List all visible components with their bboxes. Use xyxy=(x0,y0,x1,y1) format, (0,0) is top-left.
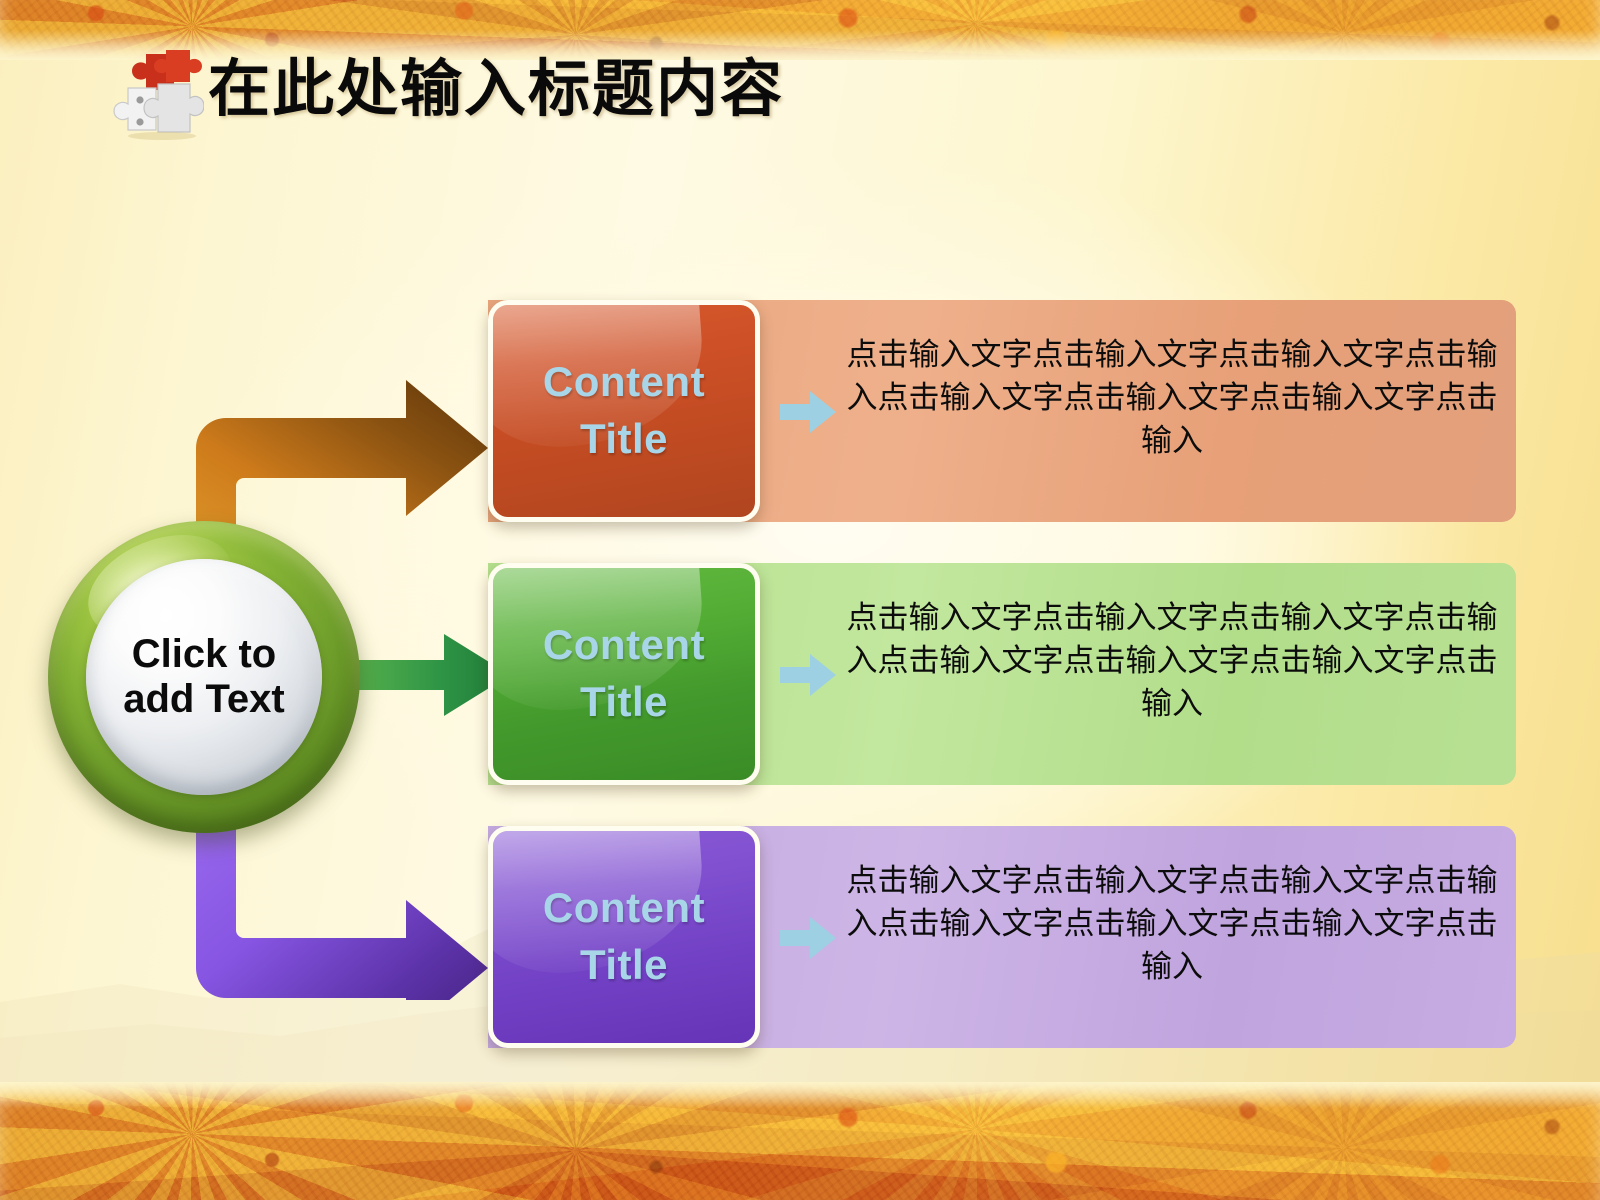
content-title-line1: Content xyxy=(542,358,706,406)
content-title-label: Content Title xyxy=(543,880,705,993)
right-arrow-icon xyxy=(780,391,836,433)
content-body-text: 点击输入文字点击输入文字点击输入文字点击输入点击输入文字点击输入文字点击输入文字… xyxy=(846,600,1498,722)
content-title-line1: Content xyxy=(542,884,706,932)
connector-arrow-purple xyxy=(196,790,488,1000)
content-body-text: 点击输入文字点击输入文字点击输入文字点击输入点击输入文字点击输入文字点击输入文字… xyxy=(846,337,1498,459)
connector-arrow-green xyxy=(352,634,510,716)
puzzle-piece-icon xyxy=(113,50,204,140)
hub-inner-disc[interactable]: Click to add Text xyxy=(86,559,322,795)
content-body-text: 点击输入文字点击输入文字点击输入文字点击输入点击输入文字点击输入文字点击输入文字… xyxy=(846,863,1498,985)
hub-placeholder-text: Click to add Text xyxy=(123,632,285,722)
bottom-ornament-border xyxy=(0,1082,1600,1200)
content-title-line2: Title xyxy=(579,941,669,988)
content-title-line1: Content xyxy=(542,621,706,669)
slide-header: 在此处输入标题内容 xyxy=(0,0,1600,150)
content-title-box[interactable]: Content Title xyxy=(488,563,760,785)
content-title-line2: Title xyxy=(579,415,669,462)
page-title: 在此处输入标题内容 xyxy=(208,52,785,125)
content-title-box[interactable]: Content Title xyxy=(488,300,760,522)
hub-text-line1: Click to xyxy=(131,632,277,677)
right-arrow-icon xyxy=(780,917,836,959)
connector-arrow-orange xyxy=(196,380,488,570)
center-hub[interactable]: Click to add Text xyxy=(48,521,360,833)
hub-text-line2: add Text xyxy=(123,677,285,721)
content-title-label: Content Title xyxy=(543,354,705,467)
content-title-label: Content Title xyxy=(543,617,705,730)
content-title-box[interactable]: Content Title xyxy=(488,826,760,1048)
top-ornament-border xyxy=(0,0,1600,60)
right-arrow-icon xyxy=(780,654,836,696)
content-title-line2: Title xyxy=(579,678,669,725)
